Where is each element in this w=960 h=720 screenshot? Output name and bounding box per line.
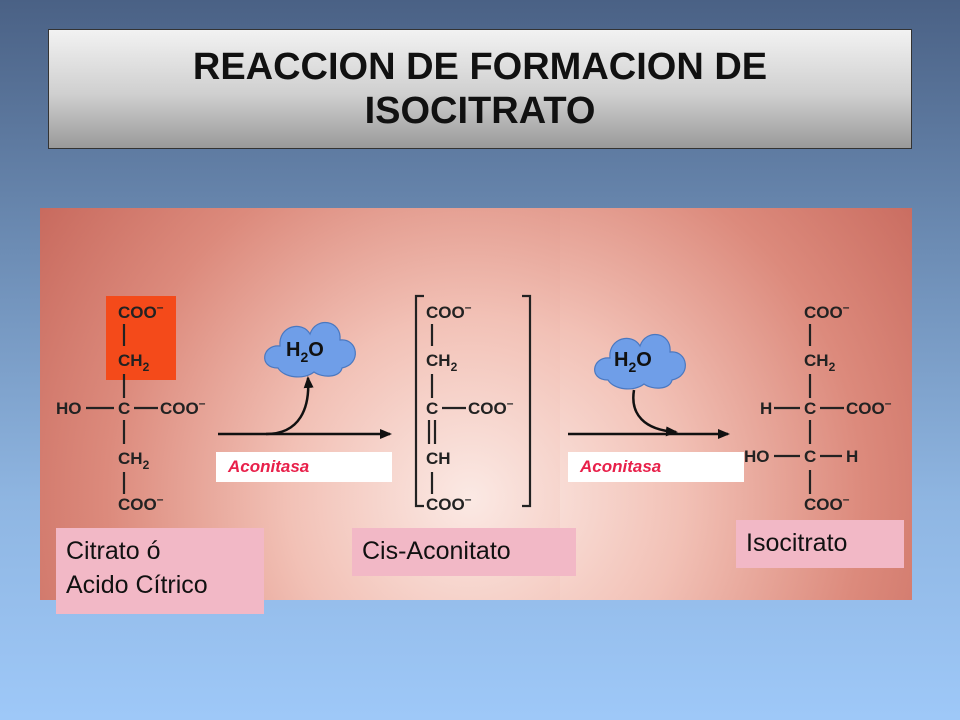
iso-ch2: CH2 — [804, 351, 836, 374]
isocitrate-name-label: Isocitrato — [736, 520, 904, 568]
cis-ch: CH — [426, 449, 451, 468]
iso-c2: C — [804, 447, 816, 466]
water-blob-released: H2O — [264, 321, 356, 378]
citrate-name-line2: Acido Cítrico — [66, 571, 208, 599]
cis-coo-top: COO– — [426, 300, 472, 322]
cis-coo-right: COO– — [468, 396, 514, 418]
bracket-right — [522, 294, 532, 508]
citrate-coo-right: COO– — [160, 396, 206, 418]
citrate-c: C — [118, 399, 130, 418]
citrate-coo-bottom: COO– — [118, 492, 164, 514]
citrate-name-label: Citrato ó Acido Cítrico — [56, 528, 264, 614]
cis-aconitate-name-label: Cis-Aconitato — [352, 528, 576, 576]
cis-aconitate-structure: COO– CH2 C COO– CH COO– — [414, 294, 532, 514]
water-formula: H2O — [614, 349, 652, 375]
iso-coo-bottom: COO– — [804, 492, 850, 514]
citrate-ho: HO — [56, 399, 82, 418]
slide-title-box: REACCION DE FORMACION DE ISOCITRATO — [48, 29, 912, 149]
isocitrate-structure: COO– CH2 H C COO– HO C H COO– — [744, 300, 892, 514]
enzyme-label-2: Aconitasa — [568, 452, 744, 482]
citrate-structure: COO– CH2 HO C COO– CH2 COO– — [56, 296, 206, 514]
water-blob-added: H2O — [594, 333, 686, 390]
slide-title: REACCION DE FORMACION DE ISOCITRATO — [192, 46, 768, 132]
water-release-arrow — [265, 376, 314, 436]
enzyme-label-1: Aconitasa — [216, 452, 392, 482]
citrate-ch2-top: CH2 — [118, 351, 150, 374]
citrate-ch2-bottom: CH2 — [118, 449, 150, 472]
acetyl-highlight — [106, 296, 176, 380]
citrate-name-line1: Citrato ó — [66, 537, 161, 565]
cis-c: C — [426, 399, 438, 418]
iso-ho: HO — [744, 447, 770, 466]
cis-coo-bottom: COO– — [426, 492, 472, 514]
iso-c1: C — [804, 399, 816, 418]
iso-h-right: H — [846, 447, 858, 466]
citrate-coo-top: COO– — [118, 300, 164, 322]
water-formula: H2O — [286, 339, 324, 365]
cis-ch2: CH2 — [426, 351, 458, 374]
bracket-left — [414, 294, 424, 508]
iso-coo-right: COO– — [846, 396, 892, 418]
iso-coo-top: COO– — [804, 300, 850, 322]
iso-h-left: H — [760, 399, 772, 418]
water-uptake-arrow — [632, 389, 678, 437]
